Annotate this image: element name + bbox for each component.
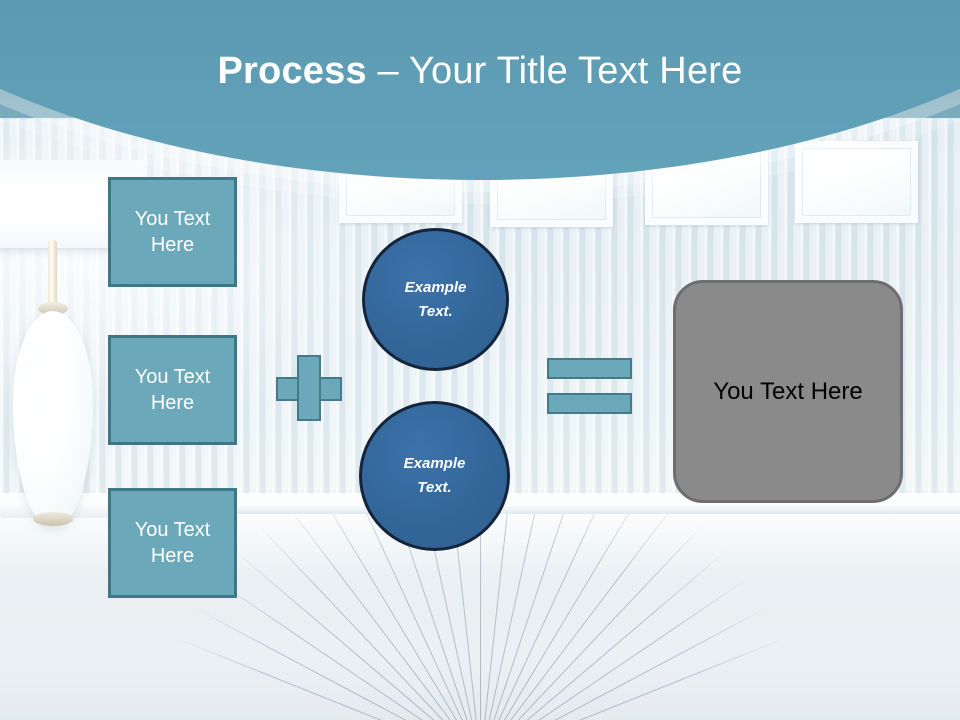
example-circle-1-line1: Example xyxy=(404,278,467,296)
plus-icon xyxy=(276,355,342,421)
example-circle-2[interactable]: Example Text. xyxy=(359,401,510,551)
equals-bottom-bar xyxy=(547,393,632,414)
example-circle-1-line2: Text. xyxy=(418,302,453,320)
result-box[interactable]: You Text Here xyxy=(673,280,903,503)
equals-icon xyxy=(547,358,632,414)
header-arc xyxy=(0,0,960,230)
lamp-body xyxy=(13,311,93,526)
slide-title: Process – Your Title Text Here xyxy=(0,48,960,94)
example-circle-1[interactable]: Example Text. xyxy=(362,228,509,371)
slide-title-strong: Process xyxy=(217,50,367,92)
lamp-foot xyxy=(33,512,73,526)
result-box-label: You Text Here xyxy=(713,377,863,405)
slide-title-light: – Your Title Text Here xyxy=(366,50,743,92)
floor-board xyxy=(480,514,481,720)
wall-panel-4 xyxy=(795,141,918,223)
example-circle-2-line1: Example xyxy=(403,455,466,472)
plus-center-fill xyxy=(300,380,318,398)
example-circle-2-line2: Text. xyxy=(417,479,452,496)
lamp-neck xyxy=(48,240,57,308)
equals-top-bar xyxy=(547,358,632,379)
